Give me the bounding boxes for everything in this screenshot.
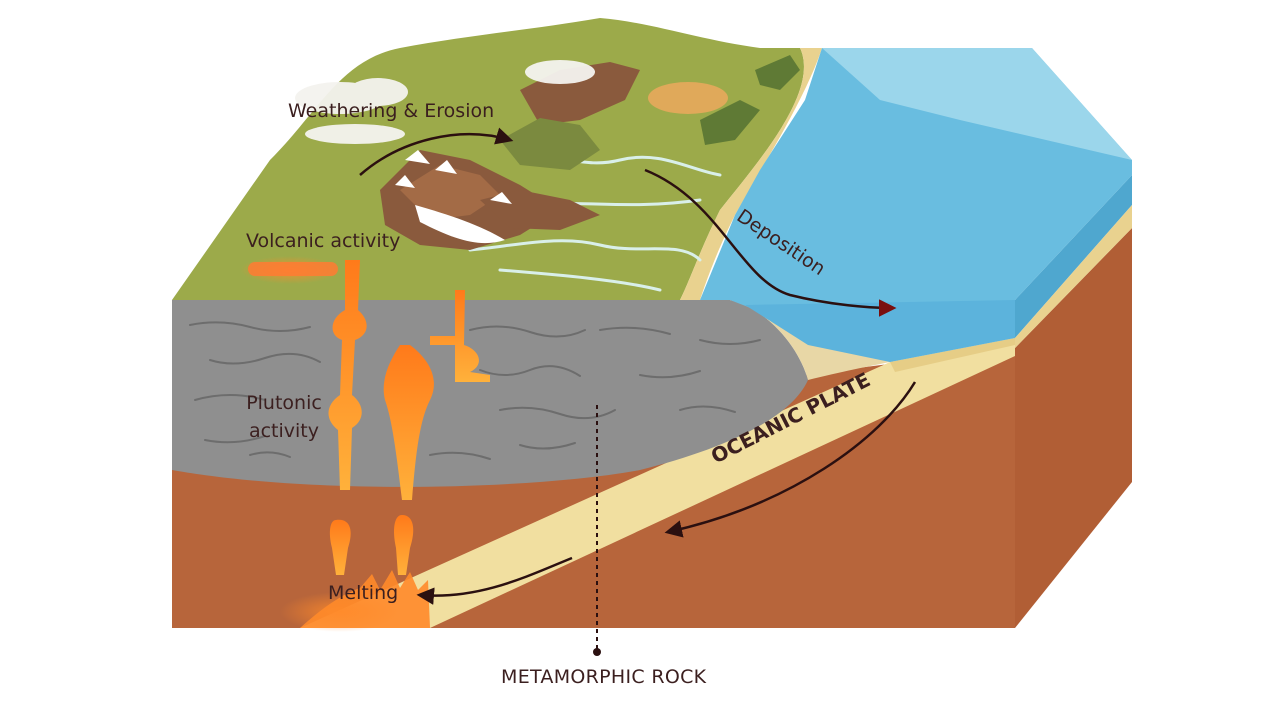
label-plutonic-activity: Plutonic activity	[232, 389, 336, 445]
land-surface	[172, 18, 804, 300]
metamorphic-pointer-dot	[593, 648, 601, 656]
right-face-ocean	[1015, 175, 1132, 338]
label-plutonic-line1: Plutonic	[246, 392, 322, 414]
magma-dikes	[328, 260, 490, 575]
subduction-arrow	[664, 381, 917, 538]
sand-patch	[648, 82, 728, 114]
label-plutonic-line2: activity	[248, 420, 320, 442]
rivers	[468, 155, 722, 292]
coastline	[680, 48, 822, 300]
ocean-shallow	[822, 48, 1132, 160]
right-face-plate	[1015, 205, 1132, 348]
deposition-arrow	[644, 168, 897, 317]
surface-lava	[248, 262, 338, 276]
weathering-arrow	[359, 127, 514, 176]
snow-caps	[395, 150, 512, 244]
block-right-face	[1015, 228, 1132, 628]
label-melting: Melting	[328, 582, 399, 604]
oceanic-plate-edge	[890, 338, 1015, 372]
oceanic-plate	[300, 338, 1015, 628]
label-volcanic-activity: Volcanic activity	[246, 230, 401, 252]
label-metamorphic-rock: METAMORPHIC ROCK	[501, 666, 707, 688]
melting-glow	[280, 592, 400, 632]
crust-texture	[189, 321, 761, 460]
clouds	[295, 60, 595, 144]
melting-arrow	[416, 556, 573, 605]
label-weathering-erosion: Weathering & Erosion	[288, 100, 495, 122]
ocean-front	[745, 300, 1015, 362]
continental-crust	[172, 300, 808, 487]
